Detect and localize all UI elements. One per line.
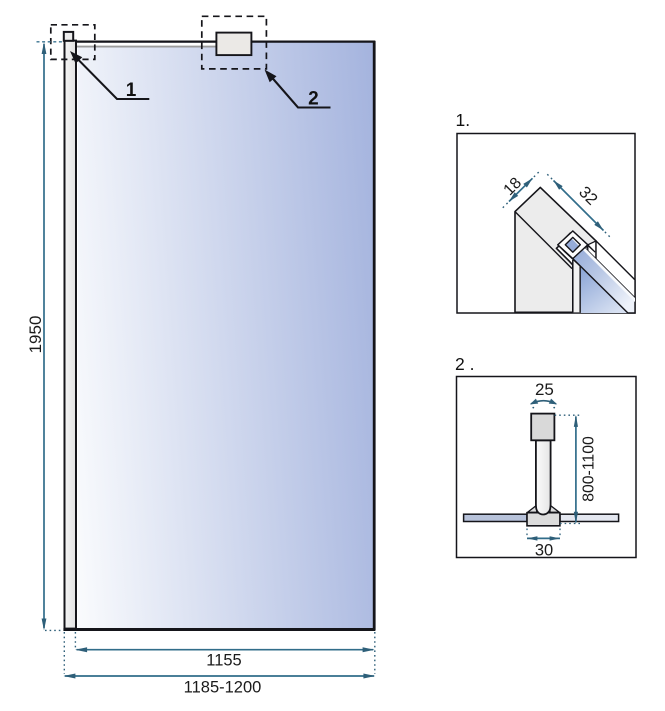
svg-text:2: 2: [308, 89, 319, 110]
svg-text:1: 1: [126, 80, 137, 101]
svg-text:2 .: 2 .: [455, 354, 474, 374]
svg-text:1.: 1.: [456, 110, 471, 130]
svg-text:1950: 1950: [26, 316, 45, 354]
svg-text:1185-1200: 1185-1200: [184, 679, 262, 697]
svg-text:25: 25: [535, 380, 554, 399]
svg-text:800-1100: 800-1100: [581, 436, 598, 502]
svg-text:30: 30: [535, 541, 553, 559]
svg-text:1155: 1155: [206, 651, 241, 669]
